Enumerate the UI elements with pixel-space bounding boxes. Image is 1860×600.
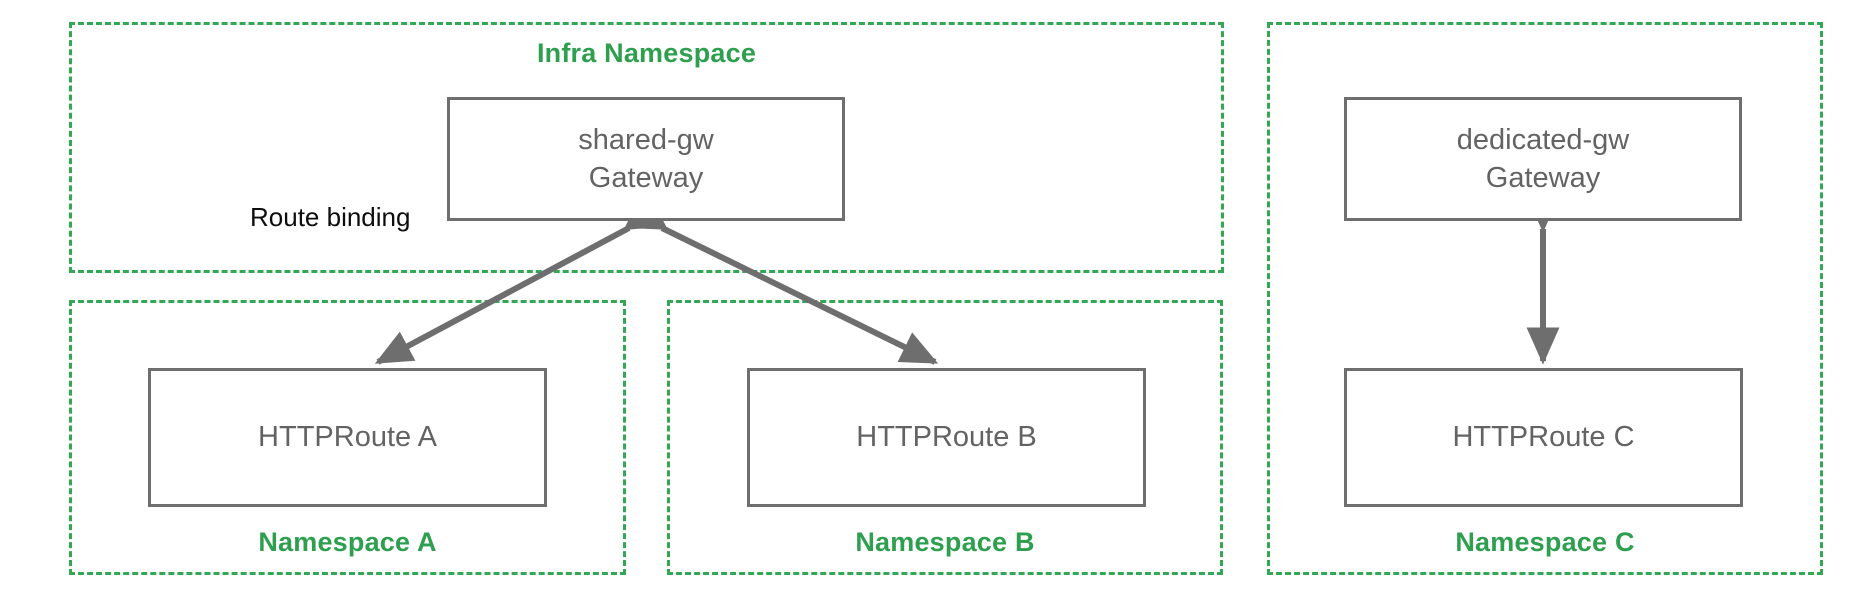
node-httproute-a-label: HTTPRoute A <box>258 421 437 454</box>
namespace-label-c: Namespace C <box>1455 527 1635 558</box>
node-dedicated-gw-gateway: dedicated-gw Gateway <box>1344 97 1742 221</box>
node-httproute-b-label: HTTPRoute B <box>856 421 1037 454</box>
node-shared-gw-gateway-label: shared-gw Gateway <box>578 123 714 194</box>
node-httproute-a: HTTPRoute A <box>148 368 547 507</box>
node-dedicated-gw-gateway-label: dedicated-gw Gateway <box>1456 123 1630 194</box>
namespace-label-b: Namespace B <box>855 527 1035 558</box>
namespace-label-infra: Infra Namespace <box>536 38 757 68</box>
namespace-container-b: Namespace B <box>667 300 1223 575</box>
namespace-label-a: Namespace A <box>258 527 437 558</box>
node-shared-gw-gateway: shared-gw Gateway <box>447 97 845 221</box>
node-httproute-c-label: HTTPRoute C <box>1452 421 1635 454</box>
annotation-route-binding: Route binding <box>250 202 411 232</box>
node-httproute-c: HTTPRoute C <box>1344 368 1743 507</box>
namespace-container-c: Namespace C <box>1267 22 1823 575</box>
node-httproute-b: HTTPRoute B <box>747 368 1146 507</box>
namespace-container-a: Namespace A <box>69 300 626 575</box>
